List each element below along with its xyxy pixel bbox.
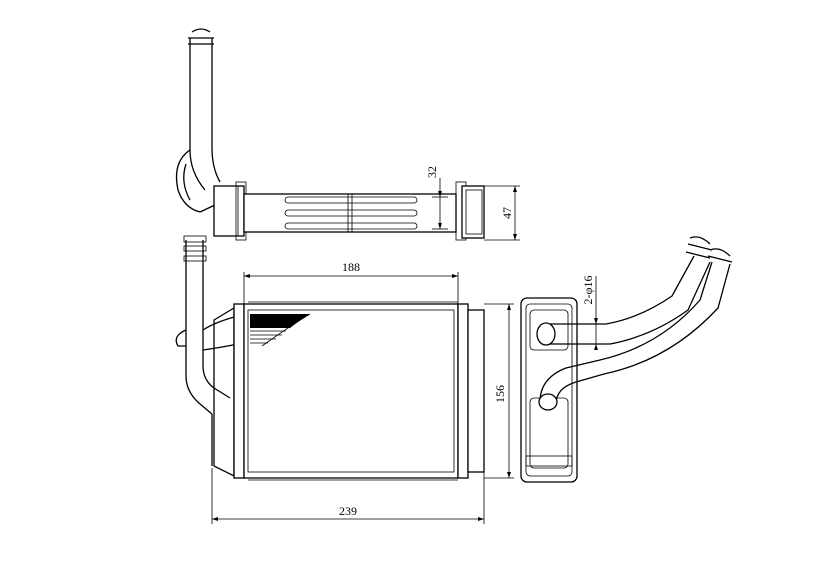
dimension-47-label: 47 <box>500 207 514 219</box>
top-view: 32 47 <box>175 28 520 241</box>
dimension-pipe-diameter: 2-φ16 <box>581 276 598 350</box>
dimension-32: 32 <box>425 166 448 230</box>
dimension-47: 47 <box>484 185 520 241</box>
front-view: 188 239 156 <box>175 235 514 524</box>
dimension-pipe-diameter-label: 2-φ16 <box>581 276 595 305</box>
fin-hatching <box>250 313 311 347</box>
dimension-156: 156 <box>484 303 514 479</box>
dimension-32-label: 32 <box>425 166 439 178</box>
dimension-188: 188 <box>243 260 459 304</box>
dimension-156-label: 156 <box>493 385 507 403</box>
dimension-239: 239 <box>211 468 485 524</box>
side-view: 2-φ16 <box>520 236 733 483</box>
dimension-188-label: 188 <box>342 260 360 274</box>
dimension-239-label: 239 <box>339 504 357 518</box>
